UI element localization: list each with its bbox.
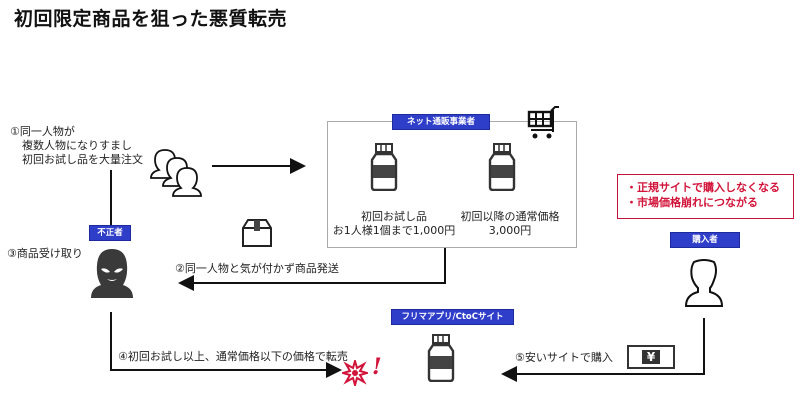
regular-product-bottle-icon <box>488 143 516 191</box>
yen-symbol: ¥ <box>642 350 660 364</box>
step3-text: ③商品受け取り <box>7 247 83 260</box>
buyer-person-icon <box>684 259 724 307</box>
purchase-arrow <box>501 318 705 382</box>
warning-item: ・市場価格崩れにつながる <box>626 196 758 209</box>
step1-line3: 初回お試し品を大量注文 <box>22 153 143 166</box>
page-title: 初回限定商品を狙った悪質転売 <box>14 8 288 30</box>
trial-product-name: 初回お試し品 <box>361 210 427 223</box>
fraudster-badge: 不正者 <box>89 225 131 241</box>
package-box-icon <box>242 219 272 247</box>
flea-market-badge: フリマアプリ/CtoCサイト <box>391 309 514 325</box>
step1-line1: ①同一人物が <box>10 125 75 138</box>
regular-product-label: 初回以降の通常価格 3,000円 <box>455 210 565 238</box>
warning-item: ・正規サイトで購入しなくなる <box>626 181 780 194</box>
step1-line2: 複数人物になりすまし <box>22 139 132 152</box>
vendor-box <box>327 121 577 248</box>
exclamation-icon: ! <box>372 354 382 380</box>
resale-product-bottle-icon <box>427 334 455 382</box>
fraudster-masked-icon <box>91 249 133 298</box>
buyer-badge: 購入者 <box>670 232 740 248</box>
yen-bill-icon: ¥ <box>627 345 675 369</box>
regular-product-price: 3,000円 <box>488 224 532 237</box>
vendor-badge: ネット通販事業者 <box>392 114 490 130</box>
trial-product-bottle-icon <box>370 143 398 191</box>
trial-product-price: お1人様1個まで1,000円 <box>332 224 456 237</box>
trial-product-label: 初回お試し品 お1人様1個まで1,000円 <box>327 210 461 238</box>
shipment-arrow <box>178 248 446 291</box>
warning-box: ・正規サイトで購入しなくなる ・市場価格崩れにつながる <box>617 174 794 219</box>
step1-text: ①同一人物が 複数人物になりすまし 初回お試し品を大量注文 <box>10 125 143 167</box>
burst-alert-icon <box>342 360 368 386</box>
regular-product-name: 初回以降の通常価格 <box>460 210 560 223</box>
step4-text: ④初回お試し以上、通常価格以下の価格で転売 <box>118 350 348 363</box>
step5-text: ⑤安いサイトで購入 <box>515 351 613 364</box>
shopping-cart-icon <box>527 106 559 139</box>
step2-text: ②同一人物と気が付かず商品発送 <box>175 262 339 275</box>
multiple-people-icon <box>150 149 202 197</box>
resale-arrow <box>110 312 342 378</box>
